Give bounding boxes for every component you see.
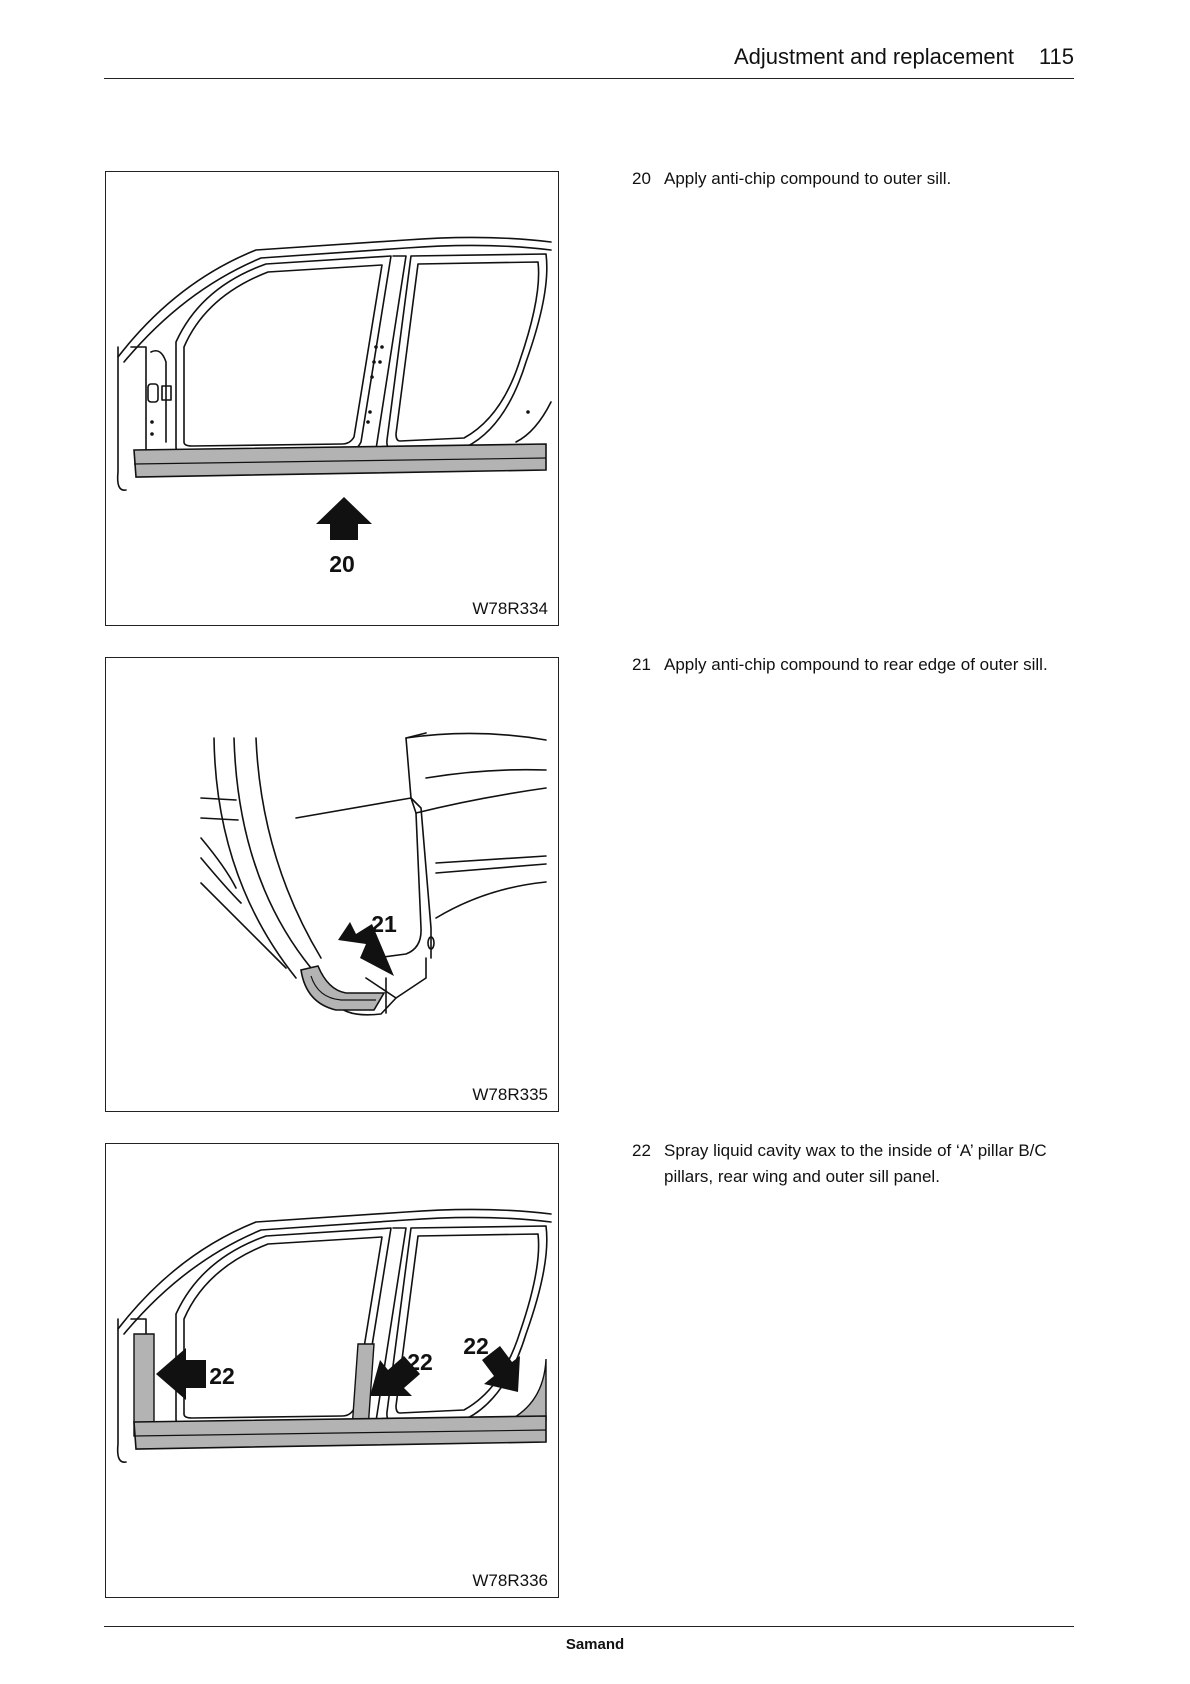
step-text: Apply anti-chip compound to outer sill. xyxy=(632,166,1062,192)
figure-code: W78R335 xyxy=(472,1085,548,1105)
step-text: Spray liquid cavity wax to the inside of… xyxy=(632,1138,1062,1190)
callout-label: 22 xyxy=(407,1349,433,1375)
figure-outer-sill: 20 W78R334 xyxy=(105,171,559,626)
step-number: 20 xyxy=(632,166,651,192)
callout-label: 22 xyxy=(209,1363,235,1389)
figure-cavity-wax-drawing: 22 22 22 xyxy=(106,1144,560,1599)
figure-code: W78R334 xyxy=(472,599,548,619)
figure-code: W78R336 xyxy=(472,1571,548,1591)
page-number: 115 xyxy=(1039,44,1074,70)
footer-brand: Samand xyxy=(0,1636,1190,1653)
callout-label: 20 xyxy=(329,551,355,577)
header-rule xyxy=(104,78,1074,79)
step-number: 22 xyxy=(632,1138,651,1164)
callout-label: 22 xyxy=(463,1333,489,1359)
footer-rule xyxy=(104,1626,1074,1627)
step-number: 21 xyxy=(632,652,651,678)
step-21: 21 Apply anti-chip compound to rear edge… xyxy=(632,652,1062,678)
figure-rear-sill-edge-drawing: 21 xyxy=(106,658,560,1113)
section-title: Adjustment and replacement xyxy=(734,44,1014,70)
step-text: Apply anti-chip compound to rear edge of… xyxy=(632,652,1062,678)
figure-cavity-wax: 22 22 22 W78R336 xyxy=(105,1143,559,1598)
callout-label: 21 xyxy=(371,911,397,937)
step-20: 20 Apply anti-chip compound to outer sil… xyxy=(632,166,1062,192)
figure-outer-sill-drawing: 20 xyxy=(106,172,560,627)
step-22: 22 Spray liquid cavity wax to the inside… xyxy=(632,1138,1062,1190)
figure-rear-sill-edge: 21 W78R335 xyxy=(105,657,559,1112)
